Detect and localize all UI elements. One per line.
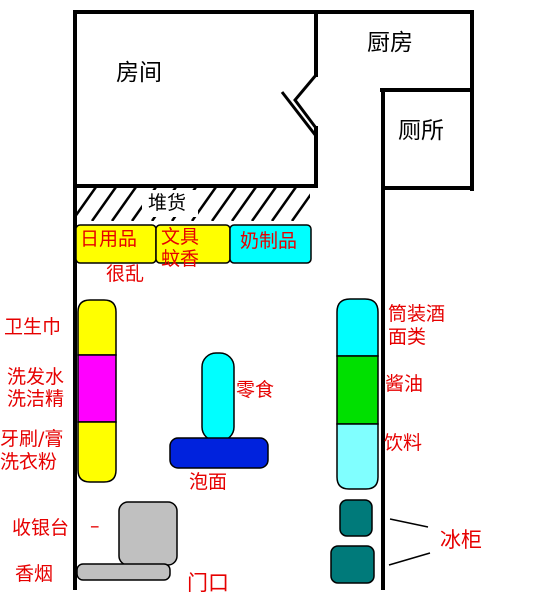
shelf-soy-sauce bbox=[336, 355, 379, 425]
instant-noodles-label: 泡面 bbox=[189, 471, 228, 493]
snacks-label: 零食 bbox=[236, 379, 275, 401]
freezer-pointer-bottom bbox=[388, 552, 431, 566]
messy-note: 很乱 bbox=[106, 263, 145, 285]
shelf-toothbrush bbox=[77, 421, 117, 483]
shelf-dairy bbox=[229, 224, 312, 264]
sanitary-label: 卫生巾 bbox=[4, 316, 62, 338]
shelf-instant-noodles bbox=[169, 437, 269, 469]
noodles-label: 面类 bbox=[388, 326, 427, 348]
dish-soap-label: 洗洁精 bbox=[7, 388, 65, 410]
cigarettes-label: 香烟 bbox=[15, 563, 54, 585]
door-leaf bbox=[280, 91, 318, 137]
shelf-wine-noodles bbox=[336, 298, 379, 357]
storage-label-backdrop bbox=[142, 190, 198, 217]
toothbrush-label: 牙刷/膏 bbox=[0, 428, 64, 450]
freezer-large bbox=[330, 545, 375, 584]
shelf-snacks bbox=[201, 352, 235, 442]
cigarette-counter bbox=[76, 563, 171, 581]
shelf-shampoo bbox=[77, 354, 117, 423]
soy-sauce-label: 酱油 bbox=[385, 373, 424, 395]
dairy-label: 奶制品 bbox=[240, 230, 298, 252]
checkout-dash: – bbox=[90, 515, 100, 537]
walls bbox=[73, 10, 474, 590]
toilet-label: 厕所 bbox=[398, 118, 444, 144]
door-icon bbox=[293, 74, 318, 129]
freezer-pointer-top bbox=[389, 518, 429, 528]
shelf-sanitary bbox=[77, 299, 117, 356]
drinks-label: 饮料 bbox=[384, 432, 423, 454]
storage-label: 堆货 bbox=[148, 192, 187, 214]
mosquito-coil-label: 蚊香 bbox=[161, 248, 200, 270]
shelf-drinks bbox=[336, 423, 379, 490]
checkout-label: 收银台 bbox=[12, 517, 70, 539]
kitchen-label: 厨房 bbox=[367, 30, 413, 56]
room-label: 房间 bbox=[116, 60, 162, 86]
canned-wine-label: 筒装酒 bbox=[388, 303, 446, 325]
shampoo-label: 洗发水 bbox=[7, 366, 65, 388]
stationery-label: 文具 bbox=[161, 226, 200, 248]
entrance-label: 门口 bbox=[187, 571, 229, 595]
daily-goods-label: 日用品 bbox=[80, 228, 138, 250]
freezer-label: 冰柜 bbox=[440, 528, 482, 552]
checkout-counter bbox=[118, 501, 178, 566]
detergent-label: 洗衣粉 bbox=[0, 451, 58, 473]
freezer-small bbox=[339, 499, 373, 537]
